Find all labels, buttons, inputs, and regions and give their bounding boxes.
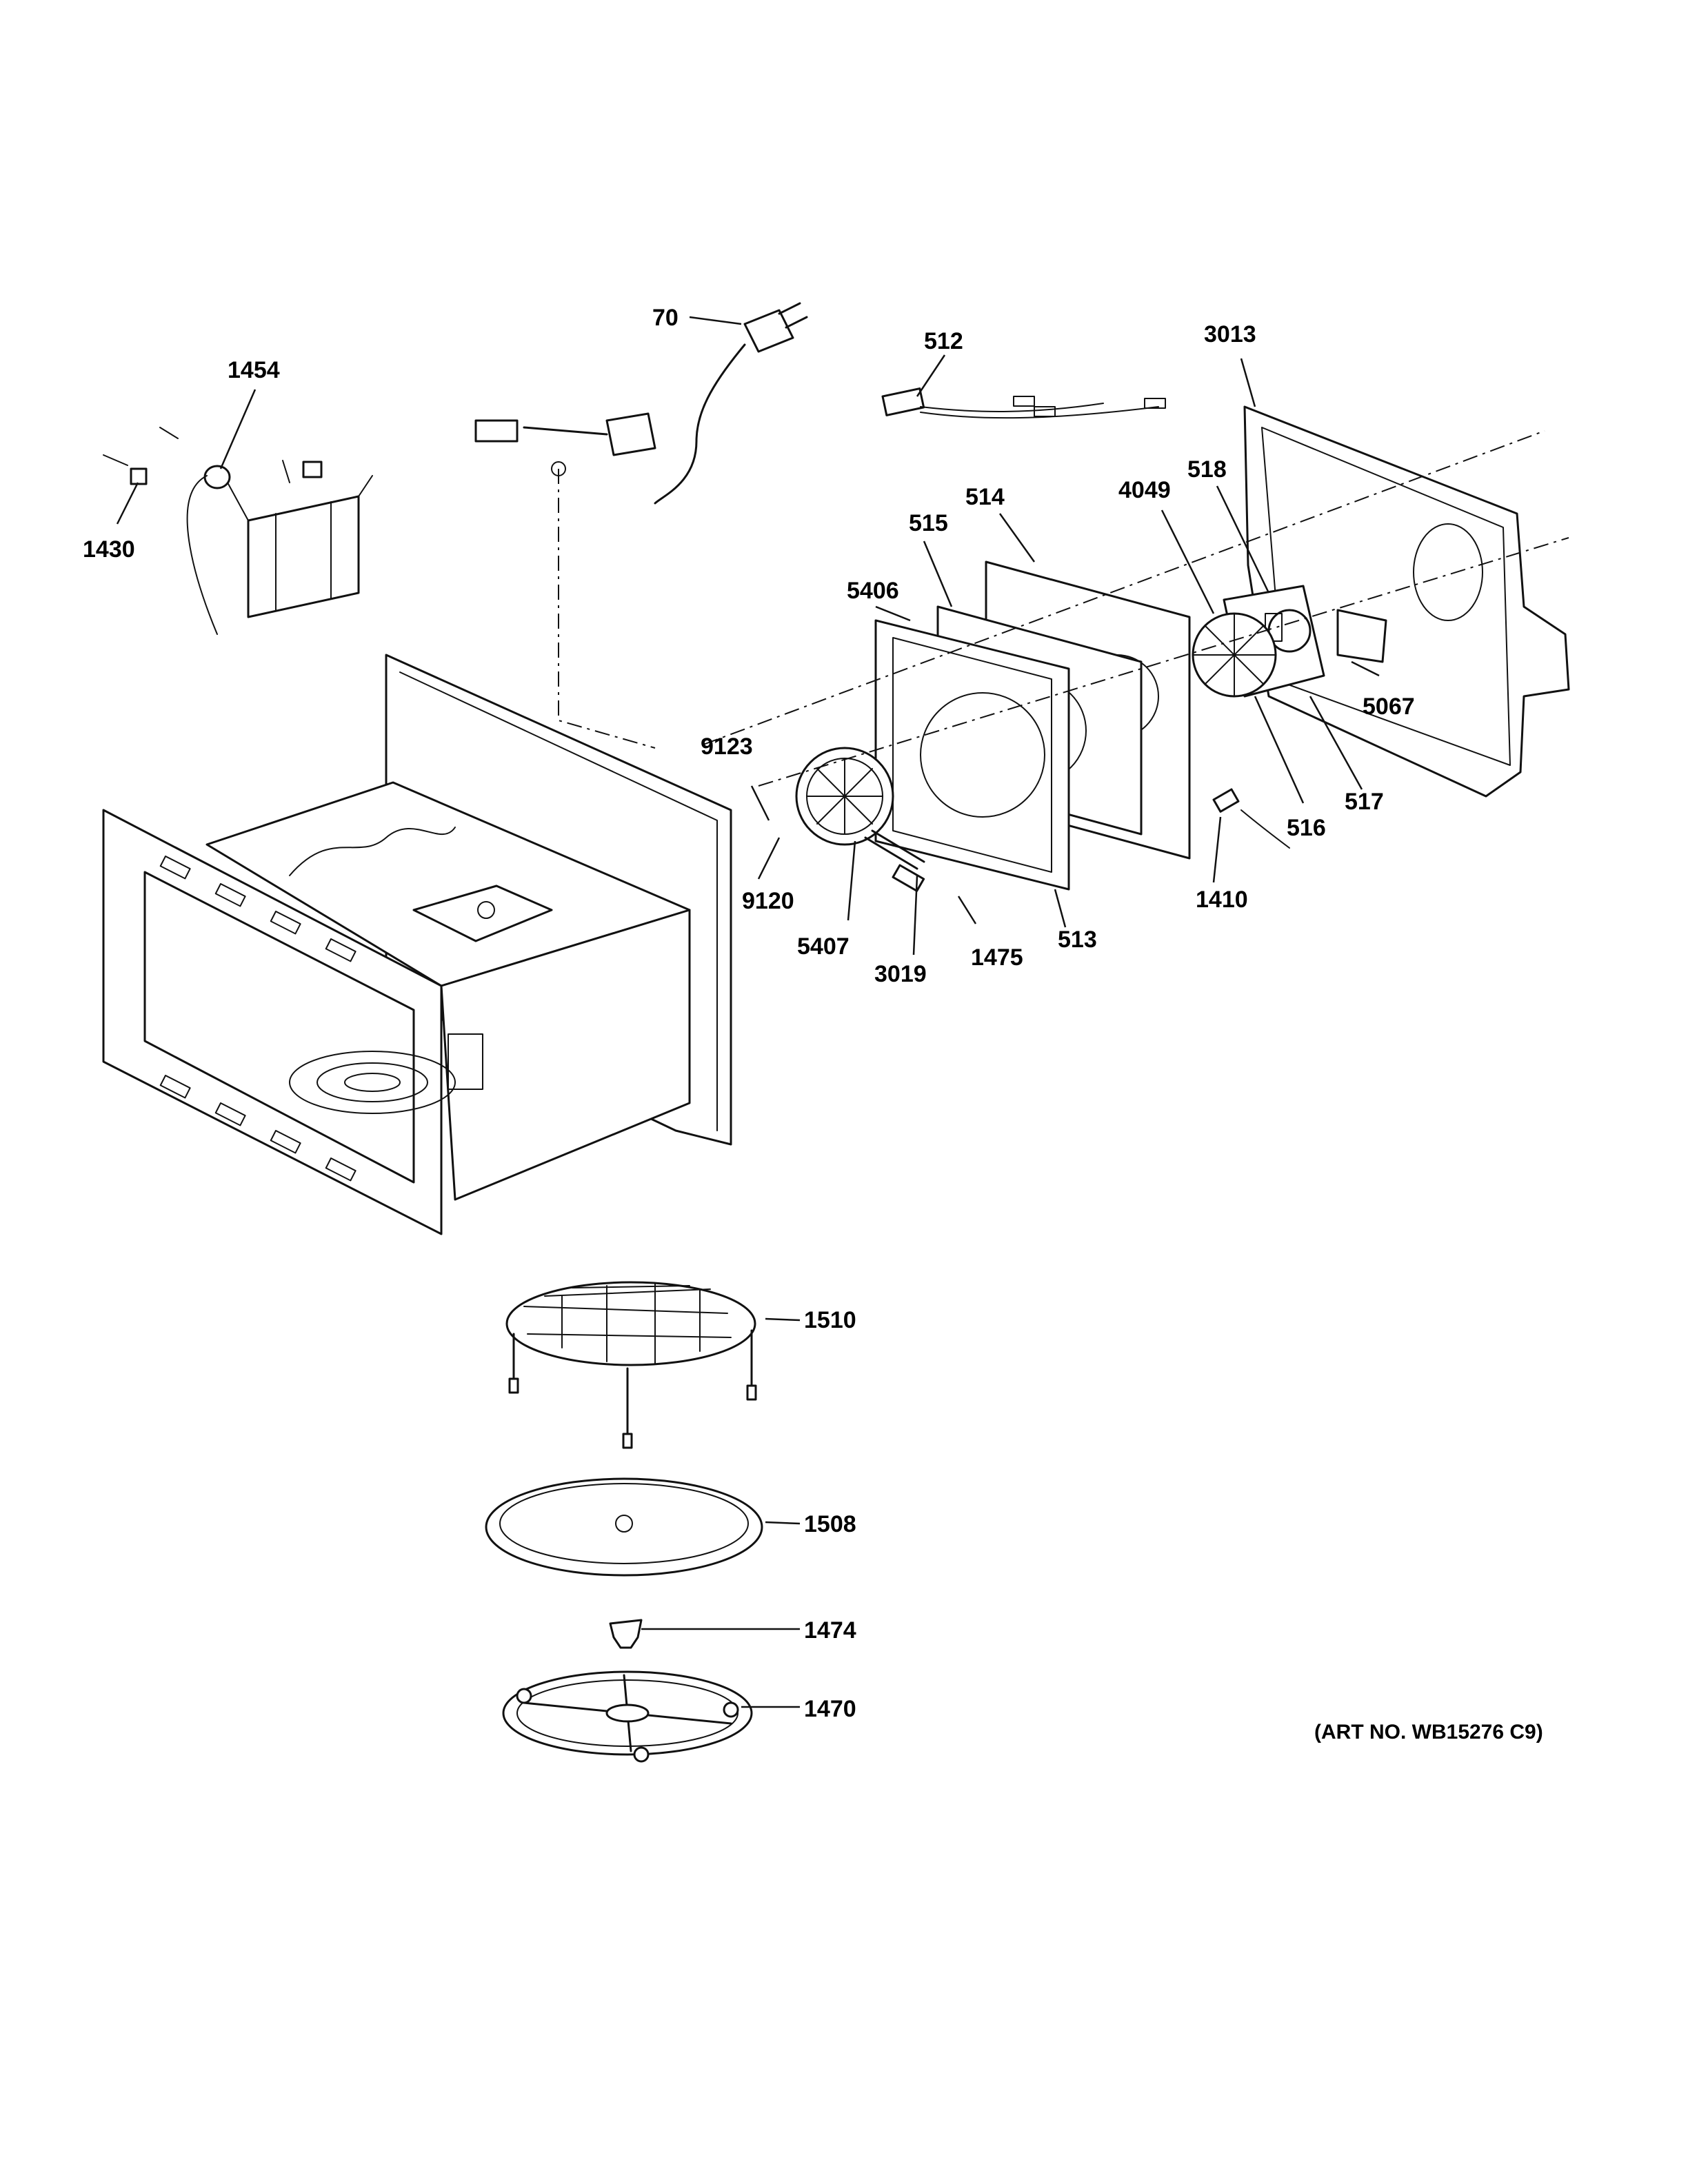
power-cord — [474, 302, 808, 505]
callout-517: 517 — [1345, 789, 1384, 815]
convection-motor-assembly — [1192, 585, 1387, 698]
heater-element — [795, 747, 925, 892]
callout-518: 518 — [1187, 456, 1227, 483]
sensor-bracket-assembly — [103, 427, 373, 635]
assembly-lines — [558, 430, 1569, 787]
connector-block — [1212, 788, 1290, 849]
callout-5067: 5067 — [1363, 694, 1415, 720]
callout-5407: 5407 — [797, 933, 850, 960]
callout-515: 515 — [909, 510, 948, 536]
callout-1510: 1510 — [804, 1307, 856, 1333]
callout-514: 514 — [965, 484, 1005, 510]
callout-3019: 3019 — [874, 961, 927, 987]
callout-labels: 70 512 3013 1454 1430 518 4049 514 515 5… — [83, 305, 1543, 1743]
callout-1475: 1475 — [971, 944, 1023, 971]
callout-1430: 1430 — [83, 536, 135, 563]
callout-513: 513 — [1058, 927, 1097, 953]
coupler — [609, 1619, 643, 1649]
callout-3013: 3013 — [1204, 321, 1256, 347]
turntable-tray — [485, 1477, 763, 1577]
callout-9120: 9120 — [742, 888, 794, 914]
rear-duct — [1243, 405, 1570, 798]
callout-516: 516 — [1287, 815, 1326, 841]
callout-1470: 1470 — [804, 1696, 856, 1722]
oven-cavity — [102, 654, 732, 1235]
art-number: (ART NO. WB15276 C9) — [1314, 1721, 1543, 1743]
heater-plate-stack — [874, 560, 1191, 891]
callout-1410: 1410 — [1196, 887, 1248, 913]
callout-70: 70 — [652, 305, 679, 331]
wire-harness — [881, 387, 1166, 419]
callout-1454: 1454 — [228, 357, 280, 383]
callout-1508: 1508 — [804, 1511, 856, 1537]
callout-4049: 4049 — [1118, 477, 1171, 503]
leader-lines — [116, 316, 1380, 1708]
callout-512: 512 — [924, 328, 963, 354]
roller-ring — [502, 1670, 753, 1763]
wire-rack — [505, 1281, 757, 1449]
callout-1474: 1474 — [804, 1617, 856, 1644]
callout-9123: 9123 — [701, 734, 753, 760]
callout-5406: 5406 — [847, 578, 899, 604]
